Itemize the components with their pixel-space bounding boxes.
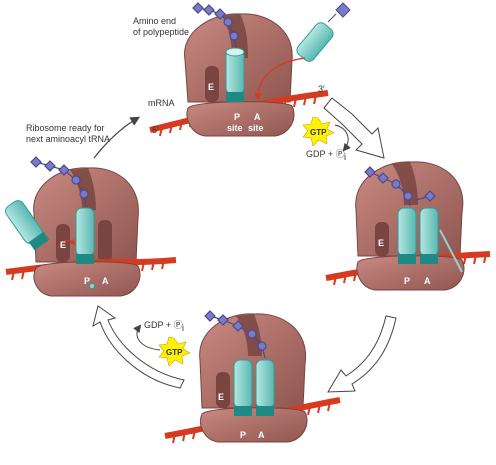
mrna-label: mRNA bbox=[148, 98, 175, 108]
site-p-word: site bbox=[227, 123, 243, 133]
site-e-label-bottom: E bbox=[218, 392, 224, 402]
site-p-label-left: P bbox=[84, 276, 90, 286]
site-p-label: P bbox=[234, 112, 240, 122]
site-a-label: A bbox=[254, 112, 261, 122]
amino-end-label-1: Amino end bbox=[133, 16, 176, 26]
amino-end-label-2: of polypeptide bbox=[133, 27, 189, 37]
cycle-arrow-top-right bbox=[323, 97, 385, 159]
pi-sub-right: i bbox=[344, 152, 346, 162]
five-prime-label: 5′ bbox=[152, 125, 159, 135]
site-p-label-right: P bbox=[404, 276, 410, 286]
ribosome-bottom: E P A bbox=[164, 310, 341, 444]
cycle-arrow-bottom-right bbox=[327, 315, 397, 393]
gtp-burst-right: GTP bbox=[302, 116, 335, 147]
trna-entry-arrow bbox=[254, 57, 306, 101]
site-a-label-bottom: A bbox=[258, 430, 265, 440]
ribosome-right: E P A bbox=[325, 161, 491, 291]
pi-sub-left: i bbox=[182, 323, 184, 333]
ribosome-ready-label-2: next aminoacyl tRNA bbox=[26, 134, 110, 144]
site-a-word: site bbox=[248, 123, 264, 133]
site-p-label-bottom: P bbox=[240, 430, 246, 440]
gtp-label-left: GTP bbox=[166, 348, 183, 357]
site-e-label-left: E bbox=[60, 240, 66, 250]
cycle-arrow-top-left bbox=[93, 116, 141, 159]
gtp-burst-left: GTP bbox=[158, 336, 191, 367]
cycle-arrow-bottom-left bbox=[92, 305, 185, 389]
polypeptide-chain bbox=[192, 2, 239, 49]
site-a-label-left: A bbox=[102, 276, 109, 286]
site-e-label: E bbox=[208, 82, 214, 92]
gtp-label-right: GTP bbox=[310, 128, 327, 137]
trna-p-site bbox=[225, 47, 245, 102]
three-prime-label: 3′ bbox=[318, 84, 325, 94]
gdp-pi-label-right: GDP + Ⓟ bbox=[306, 149, 345, 159]
exiting-trna bbox=[5, 200, 50, 251]
ribosome-ready-label-1: Ribosome ready for bbox=[26, 123, 105, 133]
site-a-label-right: A bbox=[424, 276, 431, 286]
ribosome-left: E P A bbox=[5, 156, 177, 297]
site-e-label-right: E bbox=[378, 238, 384, 248]
ribosome-top: E P A site site bbox=[149, 2, 351, 137]
incoming-aminoacyl-trna bbox=[296, 2, 351, 62]
small-subunit bbox=[186, 101, 295, 137]
gdp-pi-label-left: GDP + Ⓟ bbox=[144, 320, 183, 330]
